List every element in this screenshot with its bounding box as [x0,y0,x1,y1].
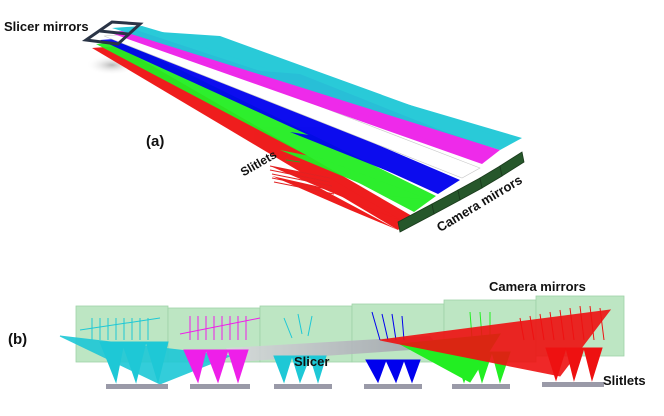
beam-cyan [112,26,522,150]
beam-magenta [108,30,500,164]
slitlet-unit-magenta [179,316,261,384]
panel-a-label: (a) [146,133,165,150]
beam-blue [100,38,460,194]
slitlets-label-b: Slitlets [603,373,646,388]
beam-green [96,42,436,212]
slitlet-bases [106,382,604,389]
slitlet-unit-cyan-2 [273,313,327,384]
slicer-mirrors-label: Slicer mirrors [4,19,89,34]
camera-mirrors-a [397,151,525,233]
slicer-label: Slicer [294,354,330,369]
camera-mirrors-label-b: Camera mirrors [489,279,586,294]
panel-a-diagram [81,20,525,233]
slitlets-a-drawing [269,159,335,195]
slitlet-unit-blue [365,311,421,384]
panel-b-diagram [59,295,625,389]
slitlet-unit-cyan [59,317,231,385]
slitlet-unit-red [379,305,612,382]
panel-b-label: (b) [8,331,28,348]
slicer-mirrors-frame [81,20,144,46]
